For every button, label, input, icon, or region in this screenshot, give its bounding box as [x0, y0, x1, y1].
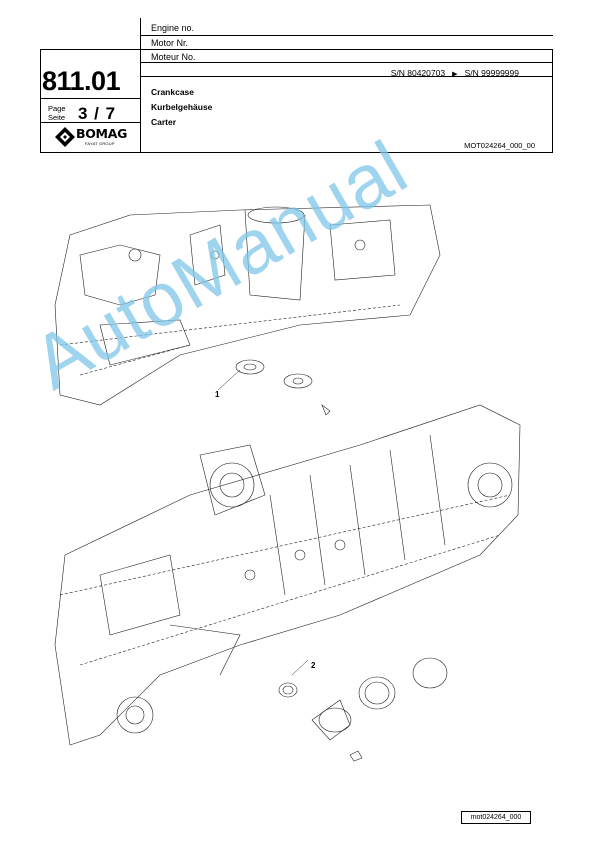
- page-number: 3 / 7: [78, 104, 117, 123]
- bomag-diamond-icon: [55, 127, 75, 147]
- serial-from: S/N 80420703: [390, 68, 446, 78]
- crankcase-drawing: [54, 204, 521, 762]
- moteur-no-label: Moteur No.: [151, 52, 196, 62]
- lower-crankcase: [54, 404, 521, 746]
- motor-nr-label: Motor Nr.: [151, 38, 189, 48]
- header-rule: [140, 76, 553, 77]
- image-reference: mot024264_000: [461, 811, 531, 824]
- header-rule: [140, 35, 553, 36]
- callout-1: 1: [215, 390, 220, 399]
- page-label-en: Page: [48, 104, 66, 113]
- arrow-right-icon: ▶: [452, 71, 458, 78]
- seal-parts-2: [278, 657, 448, 762]
- page-label-de: Seite: [48, 113, 66, 122]
- page-label: Page Seite: [48, 104, 66, 122]
- title-en: Crankcase: [151, 87, 195, 97]
- callout-2: 2: [311, 661, 316, 670]
- document-id: MOT024264_000_00: [464, 141, 535, 150]
- header-rule: [40, 122, 140, 123]
- serial-to: S/N 99999999: [464, 68, 519, 78]
- logo-group: FAYAT GROUP: [85, 141, 115, 146]
- header-rule: [40, 98, 140, 99]
- upper-crankcase: [54, 204, 441, 406]
- title-de: Kurbelgehäuse: [151, 102, 213, 112]
- header-rule: [40, 152, 553, 153]
- header-block: Engine no. Motor Nr. Moteur No. S/N 8042…: [40, 18, 553, 153]
- gasket-1: [217, 359, 331, 416]
- header-rule: [140, 62, 553, 63]
- header-border: [40, 49, 41, 152]
- bomag-logo: BOMAG FAYAT GROUP: [54, 126, 134, 150]
- header-border: [552, 49, 553, 152]
- engine-no-label: Engine no.: [151, 23, 195, 33]
- serial-range: S/N 80420703 ▶ S/N 99999999: [391, 68, 519, 78]
- header-rule: [40, 49, 553, 50]
- logo-brand: BOMAG: [76, 126, 128, 141]
- title-fr: Carter: [151, 117, 177, 127]
- catalog-number: 811.01: [42, 66, 121, 96]
- header-divider: [140, 18, 141, 152]
